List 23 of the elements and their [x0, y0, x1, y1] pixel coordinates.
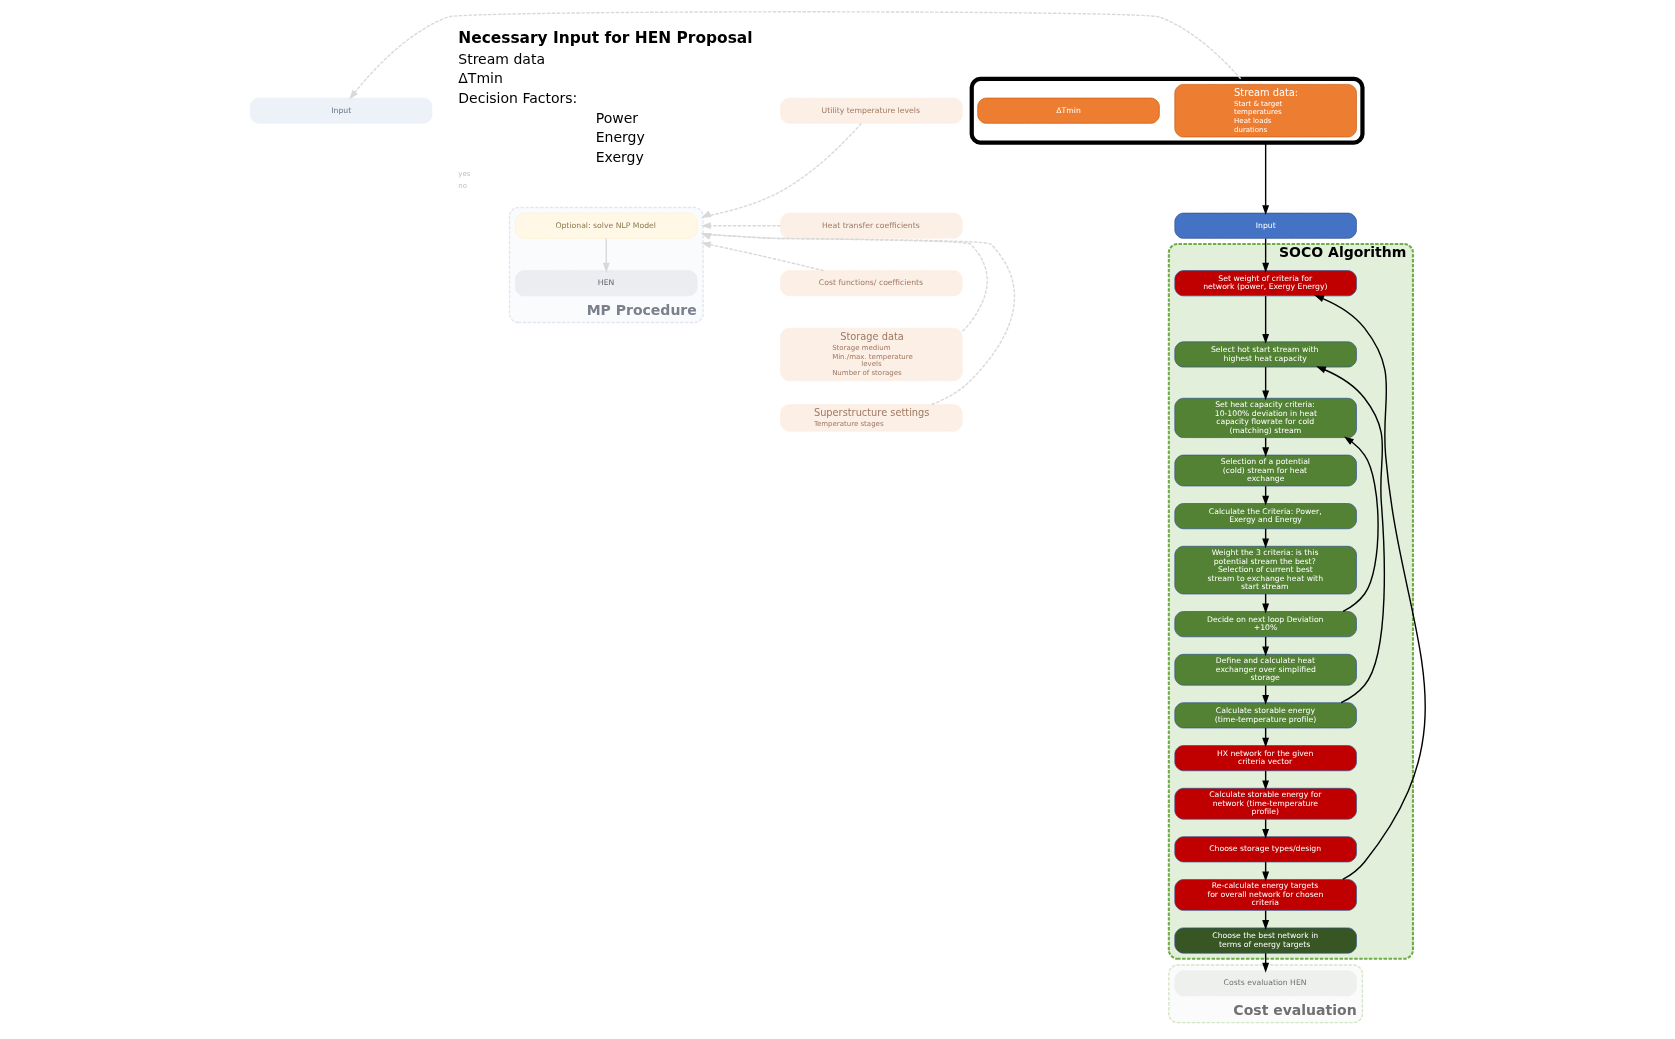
arrow — [1261, 365, 1269, 400]
label: Stream data — [457, 50, 545, 67]
arrow — [700, 221, 781, 229]
arrow — [1313, 294, 1426, 880]
arrow — [700, 122, 862, 218]
label: Energy — [595, 128, 645, 145]
node-box: Stream data: Start & target temperatures Heat loads durations — [1173, 83, 1357, 137]
arrow — [1261, 237, 1269, 273]
label: Decision Factors: — [457, 89, 577, 106]
label: Exergy — [595, 148, 644, 165]
label: Necessary Input for HEN Proposal — [457, 28, 753, 47]
label: Power — [595, 109, 638, 126]
arrow — [1341, 435, 1379, 612]
node-box: Storage data Storage medium Min./max. temperature levels Number of storages — [779, 327, 963, 381]
label: ΔTmin — [457, 69, 503, 86]
arrow — [1261, 294, 1269, 344]
arrow — [700, 240, 824, 271]
arrow — [1315, 365, 1385, 703]
node-box: Superstructure settings Temperature stages — [779, 403, 963, 432]
arrow — [348, 10, 1241, 99]
arrow — [602, 237, 610, 273]
cluster — [969, 76, 1365, 145]
arrow — [1261, 141, 1269, 215]
